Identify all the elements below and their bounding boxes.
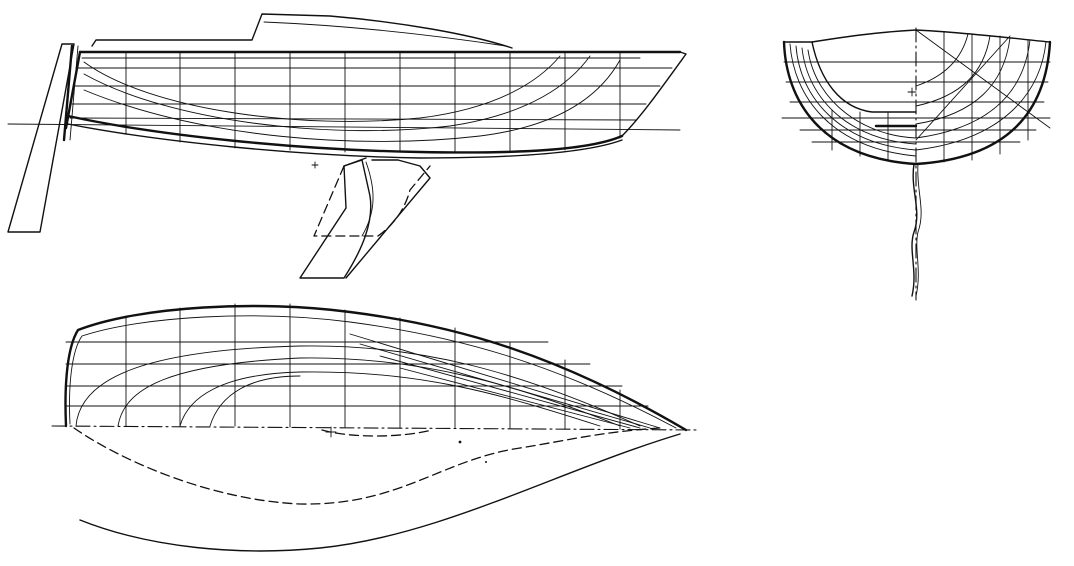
body-plan-forward-sections <box>915 29 1051 163</box>
profile-view <box>7 13 687 279</box>
body-plan-aft-sections <box>783 43 917 161</box>
deck-outline <box>64 304 688 432</box>
half-breadth-stations <box>125 303 621 430</box>
keel-section <box>911 163 918 297</box>
keel-fin <box>299 159 372 279</box>
flare-curve <box>79 433 681 552</box>
cabin-house <box>91 13 513 49</box>
center-mark <box>311 161 319 169</box>
alternate-keel-outline <box>313 165 431 237</box>
body-plan-view <box>781 27 1052 301</box>
keel-footprint <box>321 429 433 437</box>
half-breadth-centerline <box>51 425 699 431</box>
hull-section-outline <box>782 40 1052 166</box>
hull-bottom-plan <box>73 427 661 505</box>
profile-buttocks <box>83 55 621 142</box>
profile-waterlines <box>69 67 673 121</box>
bow-stem <box>621 51 687 137</box>
rudder <box>7 43 75 233</box>
half-breadth-view <box>51 303 699 552</box>
hull-bottom-profile <box>66 114 624 154</box>
half-breadth-buttocks <box>349 333 661 429</box>
rudder-stock <box>62 44 74 142</box>
